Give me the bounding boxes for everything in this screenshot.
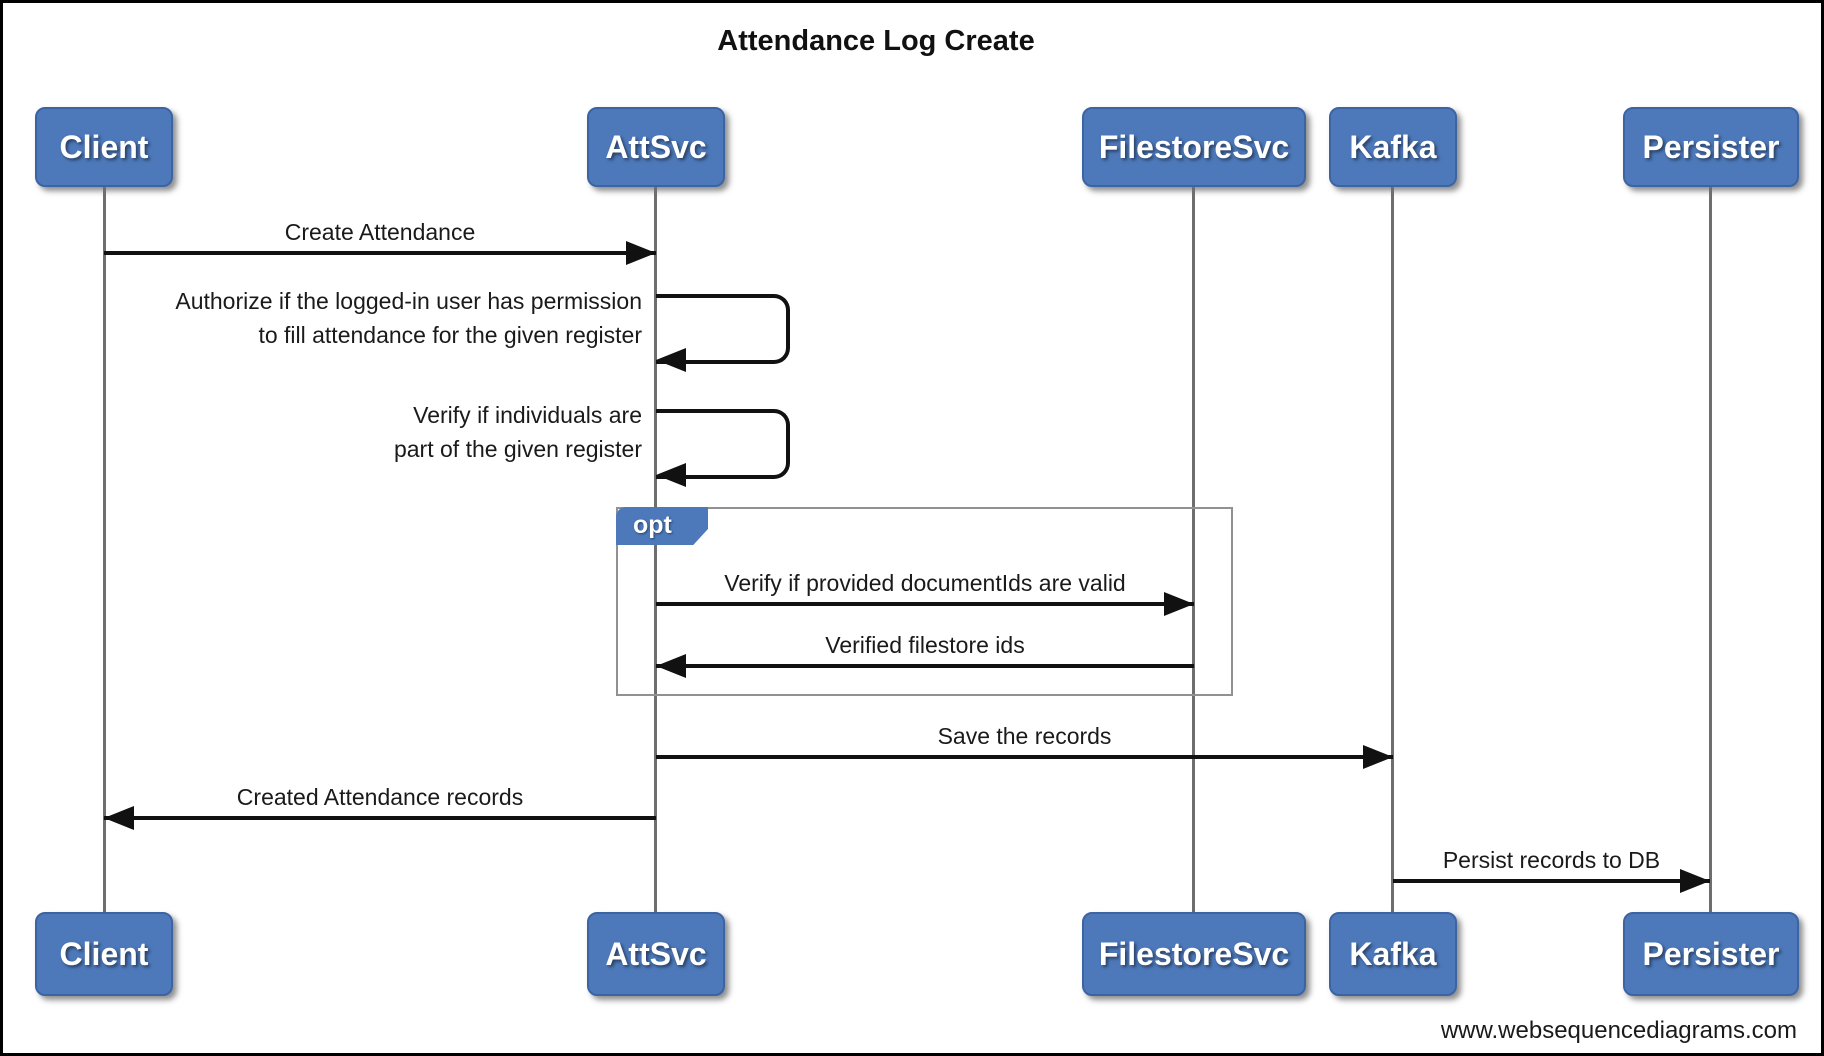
actor-label-filestoresvc-bottom: FilestoreSvc	[1098, 935, 1290, 972]
arrowhead-right-icon	[1680, 869, 1710, 893]
opt-fragment-box	[616, 507, 1233, 696]
actor-label-persister-top: Persister	[1642, 128, 1780, 165]
lifeline-kafka	[1391, 187, 1394, 912]
actor-label-kafka-bottom: Kafka	[1349, 935, 1437, 972]
actor-label-attsvc-bottom: AttSvc	[605, 935, 707, 972]
arrowhead-right-icon	[626, 241, 656, 265]
actor-label-attsvc-top: AttSvc	[605, 128, 707, 165]
self-message-loop-verify-individuals	[656, 409, 790, 479]
actor-box-persister-bottom: Persister	[1623, 912, 1799, 996]
actor-box-client-bottom: Client	[35, 912, 173, 996]
message-line-persist-records	[1393, 879, 1710, 883]
actor-box-attsvc-top: AttSvc	[587, 107, 725, 187]
message-label-save-records: Save the records	[937, 723, 1112, 749]
message-label-authorize-permission: Authorize if the logged-in user has perm…	[175, 288, 642, 348]
message-line-create-attendance	[104, 251, 656, 255]
actor-box-filestoresvc-top: FilestoreSvc	[1082, 107, 1306, 187]
actor-label-filestoresvc-top: FilestoreSvc	[1098, 128, 1290, 165]
message-label-persist-records: Persist records to DB	[1442, 847, 1661, 873]
self-message-loop-authorize	[656, 294, 790, 364]
actor-label-client-bottom: Client	[59, 935, 149, 972]
diagram-title: Attendance Log Create	[717, 25, 1035, 57]
arrowhead-left-icon	[104, 806, 134, 830]
lifeline-client	[103, 187, 106, 912]
actor-box-filestoresvc-bottom: FilestoreSvc	[1082, 912, 1306, 996]
lifeline-filestoresvc	[1192, 187, 1195, 912]
actor-box-kafka-top: Kafka	[1329, 107, 1457, 187]
lifeline-persister	[1709, 187, 1712, 912]
actor-box-persister-top: Persister	[1623, 107, 1799, 187]
actor-box-kafka-bottom: Kafka	[1329, 912, 1457, 996]
message-line-verify-documentids	[656, 602, 1194, 606]
watermark-url: www.websequencediagrams.com	[1440, 1017, 1797, 1044]
opt-fragment-label: opt	[616, 507, 708, 545]
lifeline-attsvc	[654, 187, 657, 912]
message-label-verify-individuals: Verify if individuals are part of the gi…	[393, 402, 642, 462]
message-line-created-attendance-records	[104, 816, 656, 820]
message-label-created-attendance-records: Created Attendance records	[236, 784, 524, 810]
actor-box-client-top: Client	[35, 107, 173, 187]
actor-label-client-top: Client	[59, 128, 149, 165]
arrowhead-right-icon	[1363, 745, 1393, 769]
message-label-create-attendance: Create Attendance	[284, 219, 476, 245]
arrowhead-right-icon	[1164, 592, 1194, 616]
message-line-save-records	[656, 755, 1393, 759]
actor-box-attsvc-bottom: AttSvc	[587, 912, 725, 996]
arrowhead-left-icon	[656, 463, 686, 487]
actor-label-kafka-top: Kafka	[1349, 128, 1437, 165]
message-label-verified-filestore-ids: Verified filestore ids	[825, 632, 1025, 658]
message-line-verified-filestore-ids	[656, 664, 1194, 668]
arrowhead-left-icon	[656, 654, 686, 678]
actor-label-persister-bottom: Persister	[1642, 935, 1780, 972]
message-label-verify-documentids: Verify if provided documentIds are valid	[724, 570, 1126, 596]
arrowhead-left-icon	[656, 348, 686, 372]
